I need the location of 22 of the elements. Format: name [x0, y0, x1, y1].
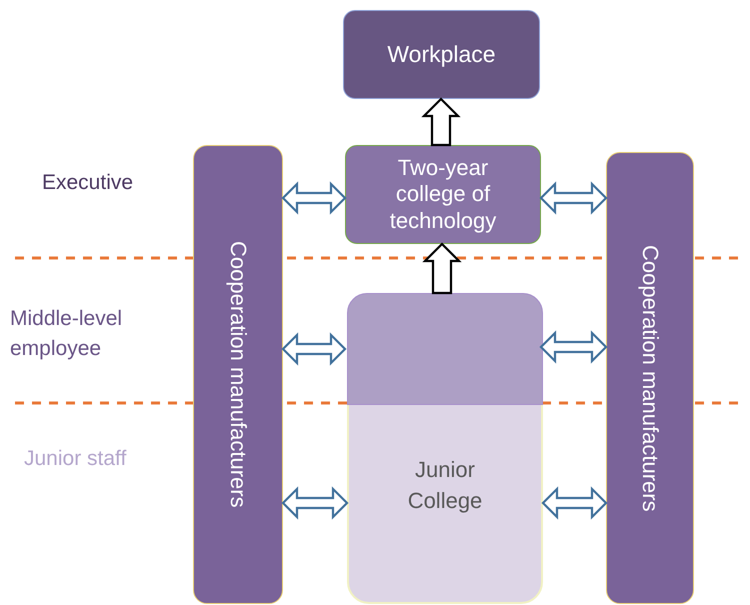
bar-label: Cooperation manufacturers — [225, 241, 251, 508]
rounded-box — [347, 293, 543, 604]
rounded-box — [343, 10, 540, 99]
hollow-arrow — [541, 486, 608, 520]
hollow-arrow — [281, 181, 347, 215]
shaded-band — [347, 293, 543, 405]
hollow-arrow — [422, 242, 462, 294]
box-label: Two-year college of technology — [388, 154, 498, 234]
level-label: Junior staff — [24, 446, 128, 472]
vertical-bar — [193, 145, 283, 604]
hollow-arrow — [281, 332, 347, 366]
level-label: Executive — [42, 170, 134, 196]
box-label: Junior College — [406, 456, 484, 515]
rounded-box — [345, 145, 541, 244]
hollow-arrow — [421, 97, 461, 146]
hollow-arrow — [539, 181, 608, 215]
level-label: Middle-level employee — [10, 306, 124, 362]
hollow-arrow — [539, 330, 608, 364]
bar-label: Cooperation manufacturers — [637, 244, 663, 512]
hollow-arrow — [281, 486, 349, 520]
box-label: Workplace — [386, 41, 497, 68]
vertical-bar — [606, 152, 694, 604]
